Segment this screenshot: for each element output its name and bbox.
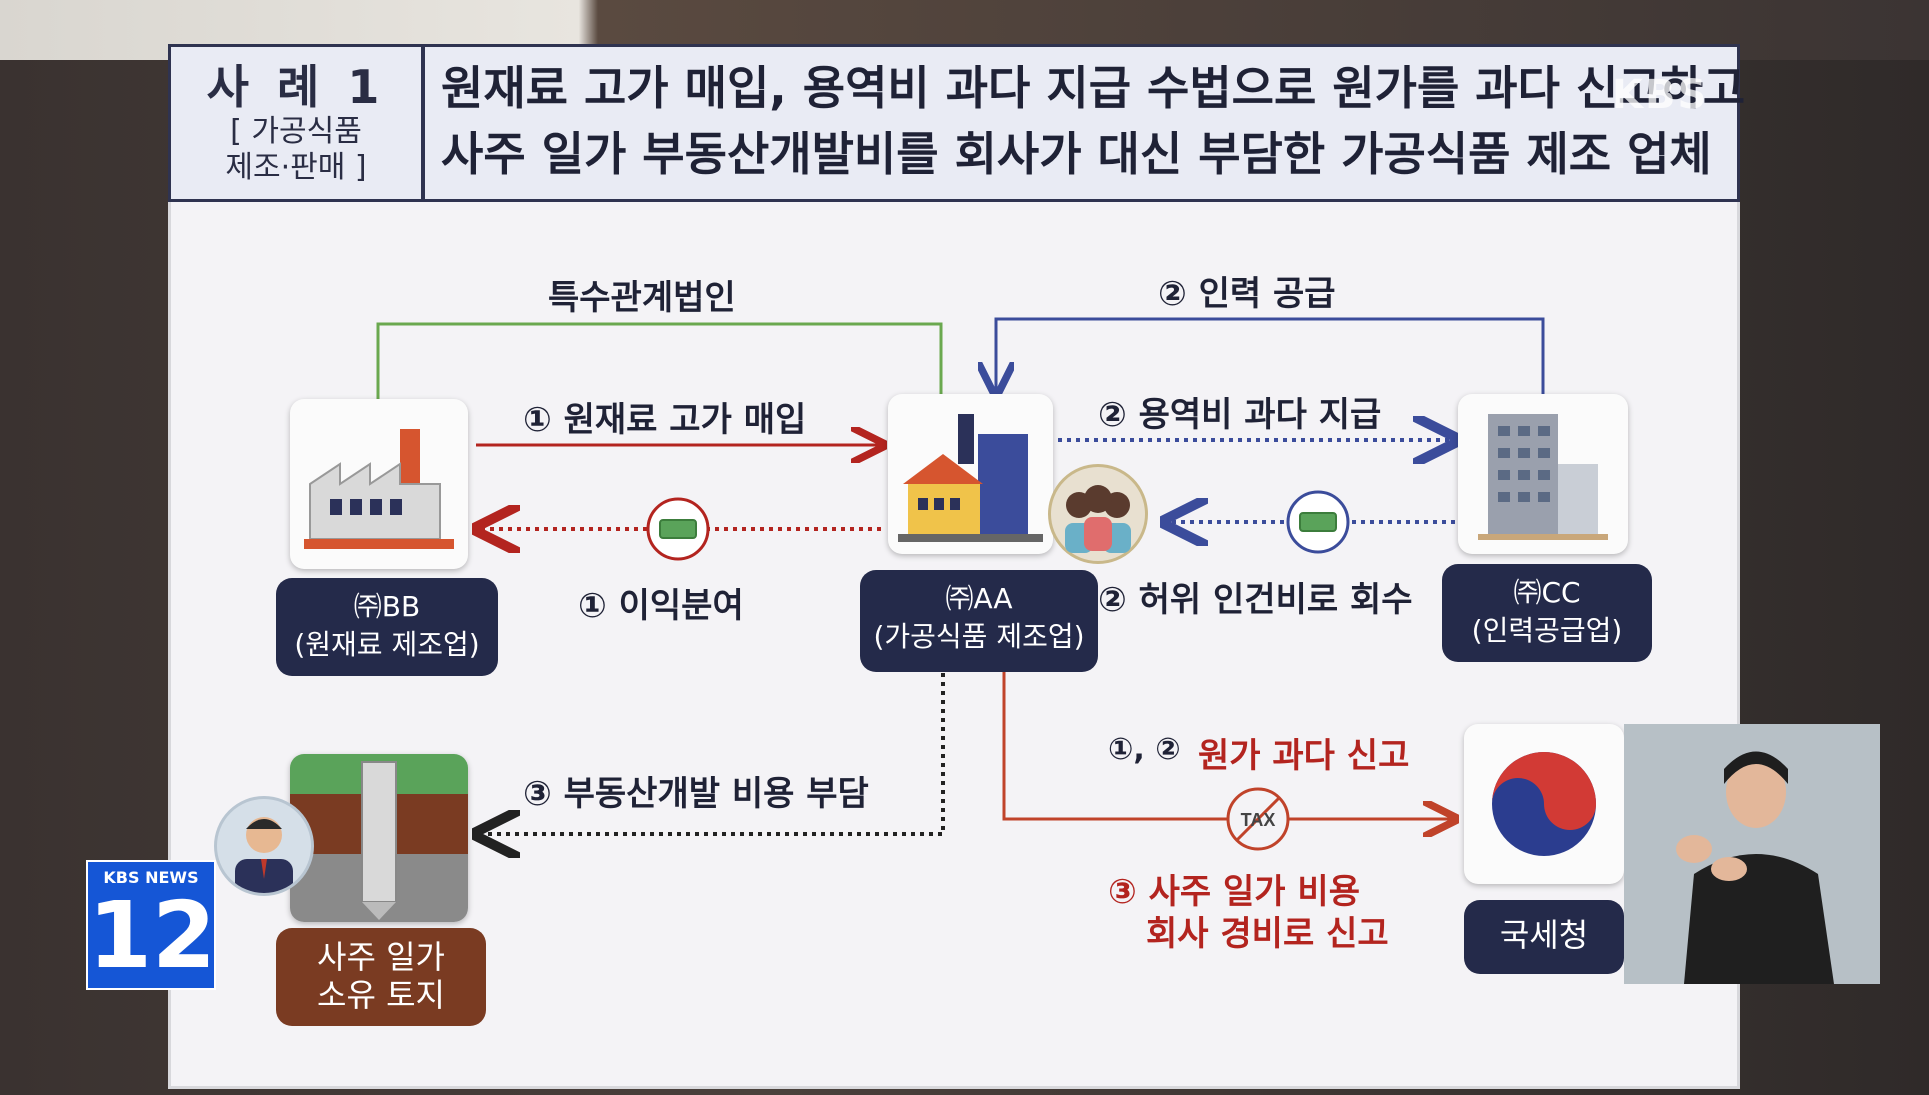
money-icon-right (1300, 513, 1336, 531)
cc-building-image (1458, 394, 1628, 554)
profit-sharing-text: ① 이익분여 (578, 578, 744, 627)
real-estate-text: ③ 부동산개발 비용 부담 (523, 766, 869, 815)
aa-factory-image (888, 394, 1053, 554)
tax-label: TAX (1241, 810, 1276, 830)
office-building-icon (1458, 394, 1628, 554)
aa-type: (가공식품 제조업) (860, 618, 1098, 656)
workers-icon (1048, 464, 1148, 564)
land-label: 사주 일가 소유 토지 (276, 928, 486, 1026)
land-image (290, 754, 468, 922)
raw-material-text: ① 원재료 고가 매입 (523, 392, 806, 441)
nts-logo-image (1464, 724, 1624, 884)
kbs-watermark: KBS (1612, 72, 1708, 118)
aa-name: ㈜AA (860, 580, 1098, 618)
factory-icon (290, 399, 468, 569)
money-icon-left (660, 520, 696, 538)
owner-avatar (214, 796, 314, 896)
presentation-board: 사 례 1 [ 가공식품 제조·판매 ] 원재료 고가 매입, 용역비 과다 지… (168, 44, 1740, 1089)
aa-label: ㈜AA (가공식품 제조업) (860, 570, 1098, 672)
bb-type: (원재료 제조업) (276, 626, 498, 664)
cc-label: ㈜CC (인력공급업) (1442, 564, 1652, 662)
bb-factory-image (290, 399, 468, 569)
land-line-1: 사주 일가 (276, 938, 486, 976)
bb-label: ㈜BB (원재료 제조업) (276, 578, 498, 676)
family-cost-text-2: 회사 경비로 신고 (1146, 906, 1389, 955)
cc-name: ㈜CC (1442, 574, 1652, 612)
land-drill-icon (290, 754, 468, 922)
food-factory-icon (888, 394, 1053, 554)
interpreter-figure (1624, 724, 1880, 984)
service-fee-text: ② 용역비 과다 지급 (1098, 387, 1381, 436)
bb-name: ㈜BB (276, 588, 498, 626)
cost-report-text: 원가 과다 신고 (1198, 728, 1409, 777)
cc-type: (인력공급업) (1442, 612, 1652, 650)
land-line-2: 소유 토지 (276, 976, 486, 1014)
manpower-supply-text: ② 인력 공급 (1158, 266, 1336, 315)
sign-language-interpreter (1624, 724, 1880, 984)
nts-emblem-icon (1464, 724, 1624, 884)
special-relation-line (378, 324, 941, 399)
cost-number-text: ①, ② (1108, 732, 1181, 767)
special-relation-text: 특수관계법인 (548, 270, 736, 319)
kbs-news-channel-badge: KBS NEWS 12 (86, 860, 216, 990)
badge-channel-number: 12 (88, 886, 214, 986)
nts-name: 국세청 (1464, 916, 1624, 954)
fake-labor-text: ② 허위 인건비로 회수 (1098, 572, 1413, 621)
nts-label: 국세청 (1464, 900, 1624, 974)
